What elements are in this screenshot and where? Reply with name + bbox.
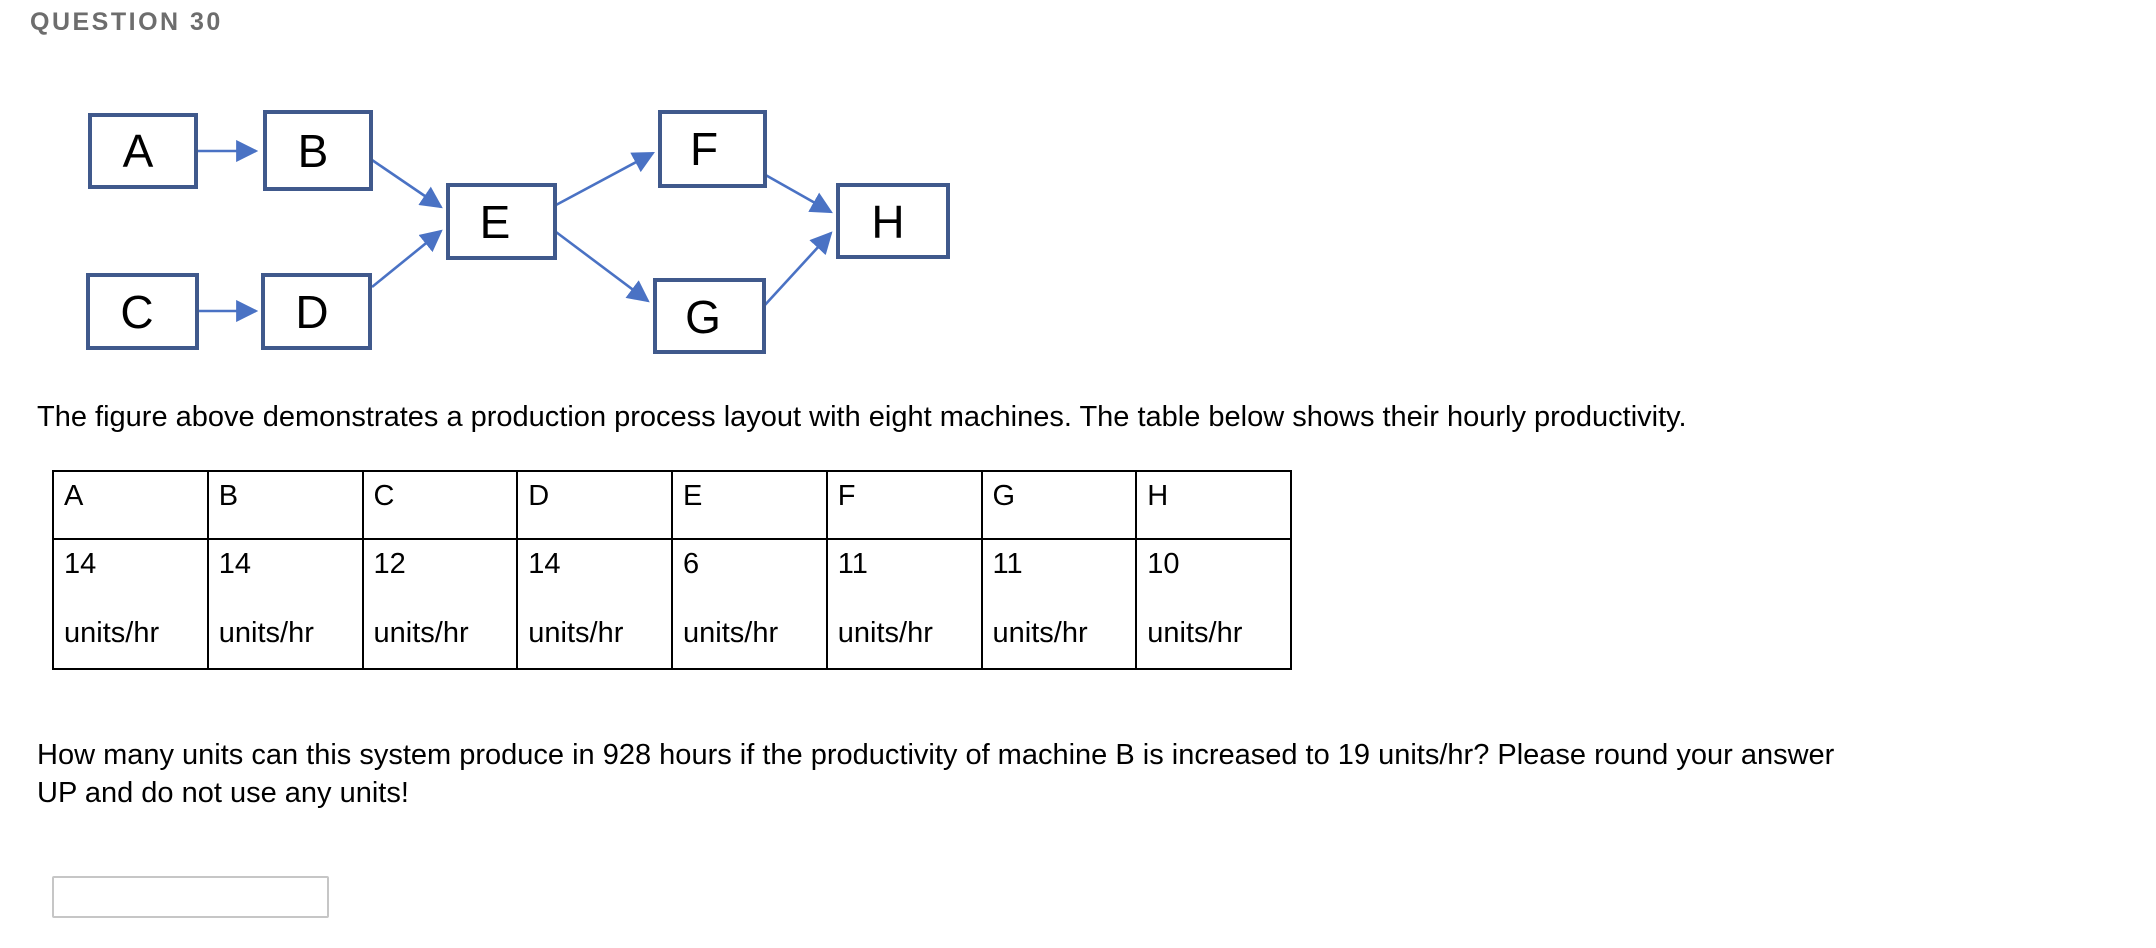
machine-labels: A B C D E F G H: [120, 123, 904, 343]
machine-node-c: [86, 273, 199, 350]
flow-arrow-d-e: [371, 229, 443, 289]
question-text-line-1: How many units can this system produce i…: [37, 739, 1835, 771]
rate-value: 6: [683, 548, 700, 580]
machine-label-e: E: [480, 196, 511, 248]
machine-label-h: H: [871, 196, 904, 248]
machine-node-e: [446, 183, 557, 260]
table-value-cell-d: 14 units/hr: [516, 538, 673, 670]
rate-unit: units/hr: [837, 617, 933, 649]
rate-unit: units/hr: [683, 617, 779, 649]
machine-label-c: C: [120, 286, 153, 338]
flow-arrow-f-h: [761, 171, 833, 214]
table-header-row: A B C D E F G H: [52, 470, 1292, 540]
table-value-cell-a: 14 units/hr: [52, 538, 209, 670]
machine-node-b: [263, 110, 373, 191]
machine-node-h: [836, 183, 950, 259]
machine-label-d: D: [295, 286, 328, 338]
table-header-cell-b: B: [206, 470, 364, 540]
table-header-cell-e: E: [671, 470, 828, 540]
answer-input[interactable]: [52, 876, 329, 918]
rate-value: 14: [218, 548, 252, 580]
table-value-cell-c: 12 units/hr: [361, 538, 519, 670]
flow-arrow-g-h: [763, 231, 833, 307]
question-text-line-2: UP and do not use any units!: [37, 777, 409, 809]
rate-value: 14: [64, 548, 97, 580]
rate-unit: units/hr: [992, 617, 1088, 649]
table-header-cell-c: C: [361, 470, 519, 540]
table-value-cell-e: 6 units/hr: [671, 538, 828, 670]
table-value-row: 14 units/hr 14 units/hr 12 units/hr 14 u…: [52, 538, 1292, 670]
flow-arrow-e-f: [555, 151, 655, 207]
table-value-cell-g: 11 units/hr: [980, 538, 1138, 670]
rate-value: 11: [992, 548, 1023, 580]
rate-unit: units/hr: [373, 617, 469, 649]
rate-unit: units/hr: [528, 617, 624, 649]
process-flow-diagram: A B C D E F G H: [0, 80, 1000, 380]
rate-value: 10: [1147, 548, 1180, 580]
machine-label-b: B: [298, 125, 329, 177]
flow-arrow-e-g: [555, 230, 650, 303]
machine-node-f: [658, 110, 767, 188]
table-header-cell-g: G: [980, 470, 1138, 540]
rate-unit: units/hr: [218, 617, 314, 649]
table-header-cell-d: D: [516, 470, 673, 540]
rate-value: 12: [373, 548, 406, 580]
flow-arrows: [197, 139, 833, 323]
rate-unit: units/hr: [1147, 617, 1243, 649]
rate-value: 11: [837, 548, 868, 580]
process-flow-svg: A B C D E F G H: [86, 110, 950, 354]
table-header-cell-a: A: [52, 470, 209, 540]
machine-node-a: [88, 113, 198, 189]
table-value-cell-h: 10 units/hr: [1135, 538, 1292, 670]
machine-label-g: G: [685, 291, 721, 343]
flow-arrow-b-e: [371, 158, 443, 209]
question-number-heading: QUESTION 30: [30, 8, 223, 36]
machine-nodes: [86, 110, 950, 354]
productivity-table: A B C D E F G H 14 units/hr 14 units/hr …: [52, 470, 1292, 670]
rate-unit: units/hr: [64, 617, 160, 649]
table-header-cell-f: F: [825, 470, 983, 540]
question-text: How many units can this system produce i…: [37, 736, 1834, 812]
machine-node-d: [261, 273, 372, 350]
table-header-cell-h: H: [1135, 470, 1292, 540]
figure-description: The figure above demonstrates a producti…: [37, 401, 1687, 433]
machine-node-g: [653, 278, 766, 354]
machine-label-f: F: [690, 123, 718, 175]
table-value-cell-f: 11 units/hr: [825, 538, 983, 670]
table-value-cell-b: 14 units/hr: [206, 538, 364, 670]
rate-value: 14: [528, 548, 561, 580]
machine-label-a: A: [123, 125, 154, 177]
